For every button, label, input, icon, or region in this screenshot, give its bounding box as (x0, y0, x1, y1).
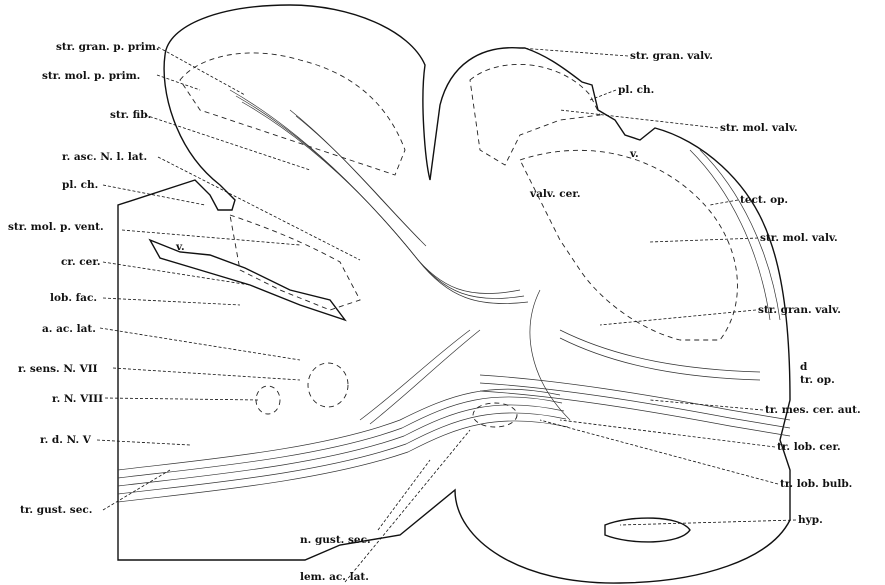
label-str-gran-valv: str. gran. valv. (758, 304, 841, 316)
valvula-region (470, 64, 600, 165)
upper-lobe-granular-layer (180, 53, 405, 175)
nucleus-n-viii (256, 386, 280, 414)
label-valv-cer: valv. cer. (529, 188, 581, 200)
ventral-molecular-layer (230, 215, 360, 310)
label-lob-fac: lob. fac. (50, 292, 97, 304)
valvula-lower-region (520, 150, 737, 340)
label-tr-mes-cer-aut: tr. mes. cer. aut. (765, 404, 861, 416)
nucleus-gust-sec (473, 403, 517, 427)
label-lem-ac-lat: lem. ac. lat. (300, 571, 369, 583)
label-r-sens-n-vii: r. sens. N. VII (18, 363, 98, 375)
label-v-left: v. (175, 241, 185, 253)
label-tr-lob-cer: tr. lob. cer. (777, 441, 841, 453)
label-n-gust-sec: n. gust. sec. (300, 534, 371, 546)
label-str-mol-p-vent: str. mol. p. vent. (8, 221, 104, 233)
nucleus-n-vii (308, 363, 348, 407)
label-cr-cer: cr. cer. (61, 256, 101, 268)
label-pl-ch-left: pl. ch. (62, 179, 98, 191)
hypophysis (605, 518, 690, 542)
label-pl-ch-right: pl. ch. (618, 84, 654, 96)
label-str-mol-p-prim: str. mol. p. prim. (42, 70, 140, 82)
label-hyp: hyp. (798, 514, 823, 526)
label-r-d-n-v: r. d. N. V (40, 434, 92, 446)
label-r-asc-n-l-lat: r. asc. N. l. lat. (62, 151, 147, 163)
label-str-mol-valv: str. mol. valv. (760, 232, 838, 244)
label-r-n-viii: r. N. VIII (52, 393, 103, 405)
label-tr-lob-bulb: tr. lob. bulb. (780, 478, 852, 490)
label-tect-op: tect. op. (740, 194, 788, 206)
label-str-gran-p-prim: str. gran. p. prim. (56, 41, 160, 53)
label-a-ac-lat: a. ac. lat. (42, 323, 96, 335)
label-str-gran-valv-top: str. gran. valv. (630, 50, 713, 62)
label-tr-op: tr. op. (800, 374, 835, 386)
label-d: d (800, 361, 808, 373)
fiber-bundles (118, 90, 790, 502)
section-outline (118, 5, 790, 583)
label-str-fib: str. fib. (110, 109, 151, 121)
label-tr-gust-sec: tr. gust. sec. (20, 504, 92, 516)
label-str-mol-valv-top: str. mol. valv. (720, 122, 798, 134)
leader-lines (97, 47, 796, 582)
label-v-right: v. (629, 148, 639, 160)
